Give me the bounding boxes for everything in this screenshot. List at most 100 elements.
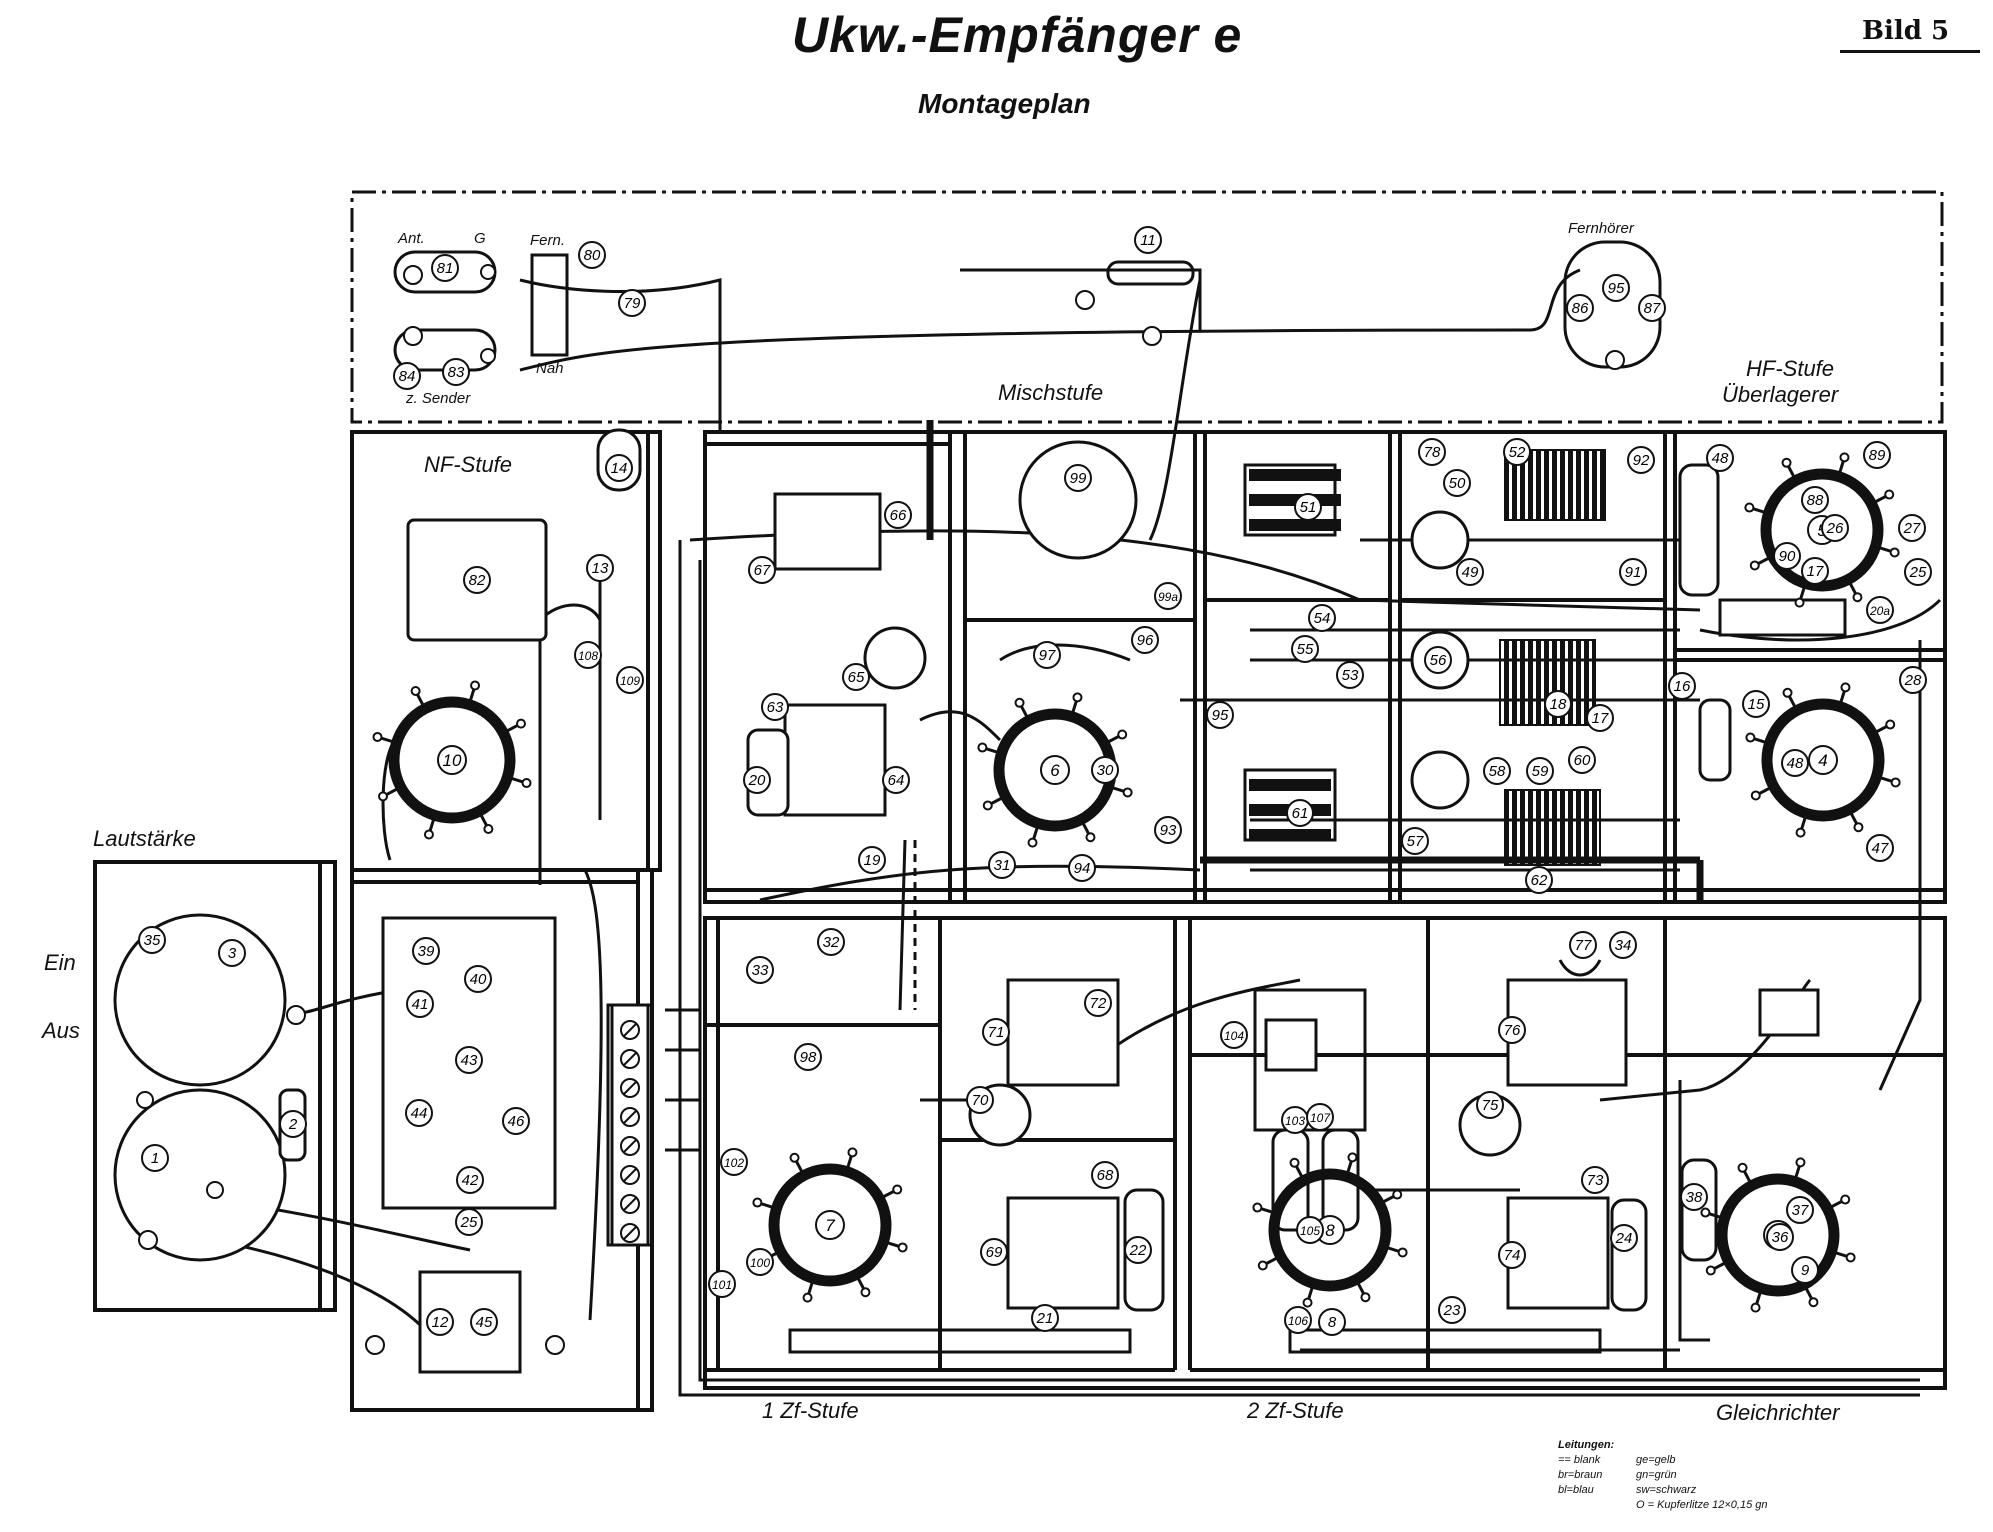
- terminal-strip: [610, 1003, 650, 1247]
- part-marker: 39: [412, 937, 440, 965]
- part-marker: 93: [1154, 816, 1182, 844]
- part-marker: 94: [1068, 854, 1096, 882]
- part-marker: 18: [1544, 690, 1572, 718]
- part-marker: 25: [455, 1208, 483, 1236]
- part-number: 93: [1160, 822, 1177, 839]
- section-nf-stufe: NF-Stufe: [424, 452, 513, 477]
- section-zf1: 1 Zf-Stufe: [762, 1398, 859, 1423]
- label-fernhoerer: Fernhörer: [1568, 220, 1634, 237]
- part-number: 63: [767, 699, 784, 716]
- chassis-frames: [93, 190, 1947, 1412]
- plate-number: Bild 5: [1862, 16, 1950, 46]
- part-marker: 89: [1863, 441, 1891, 469]
- part-number: 1: [151, 1150, 159, 1167]
- part-marker: 100: [746, 1248, 774, 1276]
- label-ein: Ein: [44, 950, 76, 975]
- part-marker: 9: [1791, 1256, 1819, 1284]
- legend-entry: bl=blau: [1558, 1484, 1594, 1496]
- legend-entry: gn=grün: [1636, 1469, 1677, 1481]
- part-number: 82: [469, 572, 486, 589]
- part-number: 26: [1826, 520, 1844, 537]
- tube-socket: 10: [372, 680, 532, 840]
- part-marker: 3: [218, 939, 246, 967]
- part-marker: 2: [279, 1110, 307, 1138]
- part-marker: 75: [1476, 1091, 1504, 1119]
- part-number: 95: [1608, 280, 1625, 297]
- part-number: 64: [888, 772, 905, 789]
- section-lautstaerke: Lautstärke: [93, 826, 196, 851]
- section-gleichrichter: Gleichrichter: [1716, 1400, 1840, 1425]
- part-marker: 101: [708, 1270, 736, 1298]
- part-number: 86: [1572, 300, 1589, 317]
- part-marker: 84: [393, 362, 421, 390]
- part-number: 44: [411, 1105, 428, 1122]
- part-marker: 28: [1899, 666, 1927, 694]
- part-marker: 79: [618, 289, 646, 317]
- tube-socket: 8: [1252, 1152, 1408, 1308]
- part-number: 99: [1070, 470, 1087, 487]
- part-marker: 63: [761, 693, 789, 721]
- part-marker: 78: [1418, 438, 1446, 466]
- part-number: 61: [1292, 805, 1309, 822]
- part-marker: 24: [1610, 1224, 1638, 1252]
- part-number: 78: [1424, 444, 1441, 461]
- legend-row: br=braun gn=grün: [1558, 1468, 1796, 1483]
- part-number: 37: [1792, 1202, 1809, 1219]
- part-marker: 82: [463, 566, 491, 594]
- terminal-screw: [620, 1078, 640, 1098]
- part-number: 46: [508, 1113, 525, 1130]
- part-marker: 102: [720, 1148, 748, 1176]
- part-marker: 74: [1498, 1241, 1526, 1269]
- legend-entry: == blank: [1558, 1454, 1601, 1466]
- tube-number: 6: [1050, 761, 1060, 780]
- part-marker: 76: [1498, 1016, 1526, 1044]
- tube-number: 10: [443, 751, 462, 770]
- part-marker: 98: [794, 1043, 822, 1071]
- part-number: 97: [1039, 647, 1056, 664]
- part-marker: 33: [746, 956, 774, 984]
- part-number: 69: [986, 1244, 1003, 1261]
- part-number: 42: [462, 1172, 479, 1189]
- terminal-screw: [620, 1020, 640, 1040]
- part-number: 14: [611, 460, 628, 477]
- part-number: 35: [144, 932, 161, 949]
- part-number: 83: [448, 364, 465, 381]
- tube-number: 7: [825, 1216, 835, 1235]
- part-number: 72: [1090, 995, 1107, 1012]
- part-marker: 21: [1031, 1304, 1059, 1332]
- part-marker: 32: [817, 928, 845, 956]
- part-marker: 57: [1401, 827, 1429, 855]
- part-marker: 95: [1602, 274, 1630, 302]
- part-number: 22: [1129, 1242, 1147, 1259]
- part-number: 103: [1285, 1114, 1305, 1128]
- part-number: 39: [418, 943, 435, 960]
- part-marker: 43: [455, 1046, 483, 1074]
- part-marker: 51: [1294, 493, 1322, 521]
- part-marker: 64: [882, 766, 910, 794]
- terminal-screw: [620, 1194, 640, 1214]
- part-marker: 25: [1904, 558, 1932, 586]
- part-marker: 99: [1064, 464, 1092, 492]
- part-number: 27: [1903, 520, 1921, 537]
- label-z-sender: z. Sender: [406, 390, 471, 407]
- terminal-screw: [620, 1223, 640, 1243]
- part-marker: 11: [1134, 226, 1162, 254]
- legend-entry: br=braun: [1558, 1469, 1603, 1481]
- part-marker: 12: [426, 1308, 454, 1336]
- part-marker: 40: [464, 965, 492, 993]
- part-number: 104: [1224, 1029, 1244, 1043]
- part-marker: 48: [1706, 444, 1734, 472]
- part-number: 75: [1482, 1097, 1499, 1114]
- part-number: 68: [1097, 1167, 1114, 1184]
- part-marker: 17: [1586, 704, 1614, 732]
- part-marker: 58: [1483, 757, 1511, 785]
- part-number: 53: [1342, 667, 1359, 684]
- part-marker: 52: [1503, 438, 1531, 466]
- part-marker: 14: [605, 454, 633, 482]
- part-number: 32: [823, 934, 840, 951]
- part-marker: 46: [502, 1107, 530, 1135]
- part-marker: 103: [1281, 1106, 1309, 1134]
- terminal-screw: [620, 1107, 640, 1127]
- part-number: 70: [972, 1092, 989, 1109]
- part-marker: 22: [1124, 1236, 1152, 1264]
